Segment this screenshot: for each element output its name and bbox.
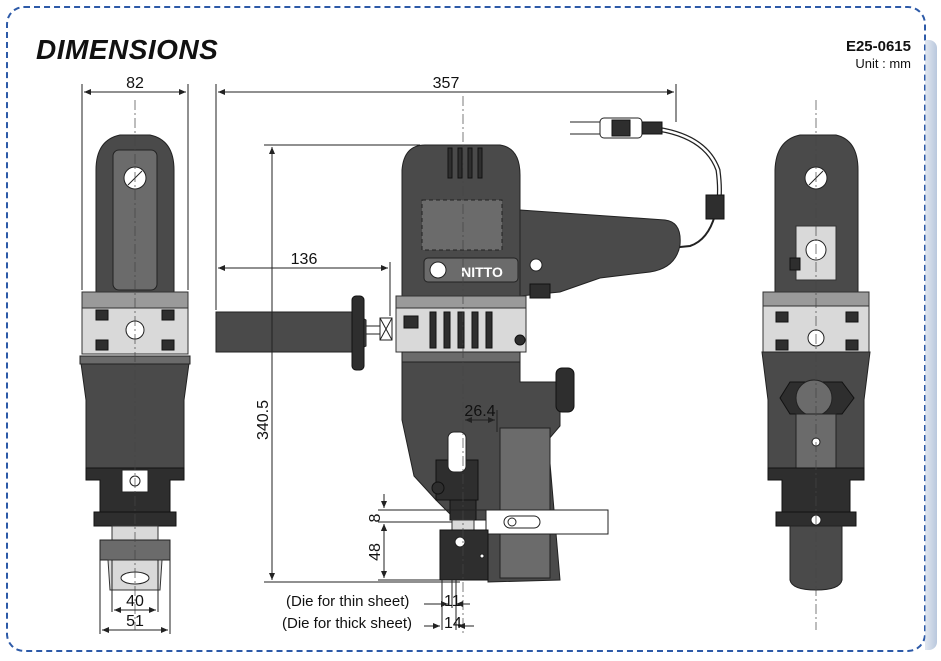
dim-14-label: 14 bbox=[444, 615, 462, 632]
dim-gaps: 8 48 bbox=[367, 494, 486, 581]
dim-340-5-label: 340.5 bbox=[255, 400, 272, 440]
dim-357-label: 357 bbox=[433, 75, 460, 92]
dim-11-label: 11 bbox=[444, 593, 461, 610]
dim-40-label: 40 bbox=[126, 593, 144, 610]
unit-label: Unit : mm bbox=[855, 56, 911, 71]
page-title: DIMENSIONS bbox=[36, 34, 219, 65]
dim-8-label: 8 bbox=[367, 513, 384, 522]
dim-die-widths: 40 51 bbox=[99, 560, 171, 634]
dim-offset: 26.4 bbox=[464, 403, 498, 432]
dim-overall-height: 340.5 bbox=[255, 144, 460, 583]
brand-logo: NITTO bbox=[461, 264, 503, 280]
thick-sheet-label: (Die for thick sheet) bbox=[282, 615, 412, 632]
front-view bbox=[79, 100, 191, 630]
thin-sheet-label: (Die for thin sheet) bbox=[286, 593, 409, 610]
frame-shadow bbox=[925, 40, 937, 650]
dim-136-label: 136 bbox=[291, 251, 318, 268]
dim-26-4-label: 26.4 bbox=[464, 403, 495, 420]
dim-overall-length: 357 bbox=[215, 75, 677, 310]
rear-view bbox=[761, 100, 871, 630]
dim-48-label: 48 bbox=[367, 543, 384, 561]
dim-handle-length: 136 bbox=[218, 251, 391, 316]
dim-die-sheet: (Die for thin sheet) 11 (Die for thick s… bbox=[282, 580, 474, 632]
dim-51-label: 51 bbox=[126, 613, 144, 630]
dim-front-width: 82 bbox=[81, 75, 189, 290]
dim-82-label: 82 bbox=[126, 75, 144, 92]
model-code: E25-0615 bbox=[845, 38, 911, 55]
side-view: NITTO bbox=[215, 96, 725, 634]
